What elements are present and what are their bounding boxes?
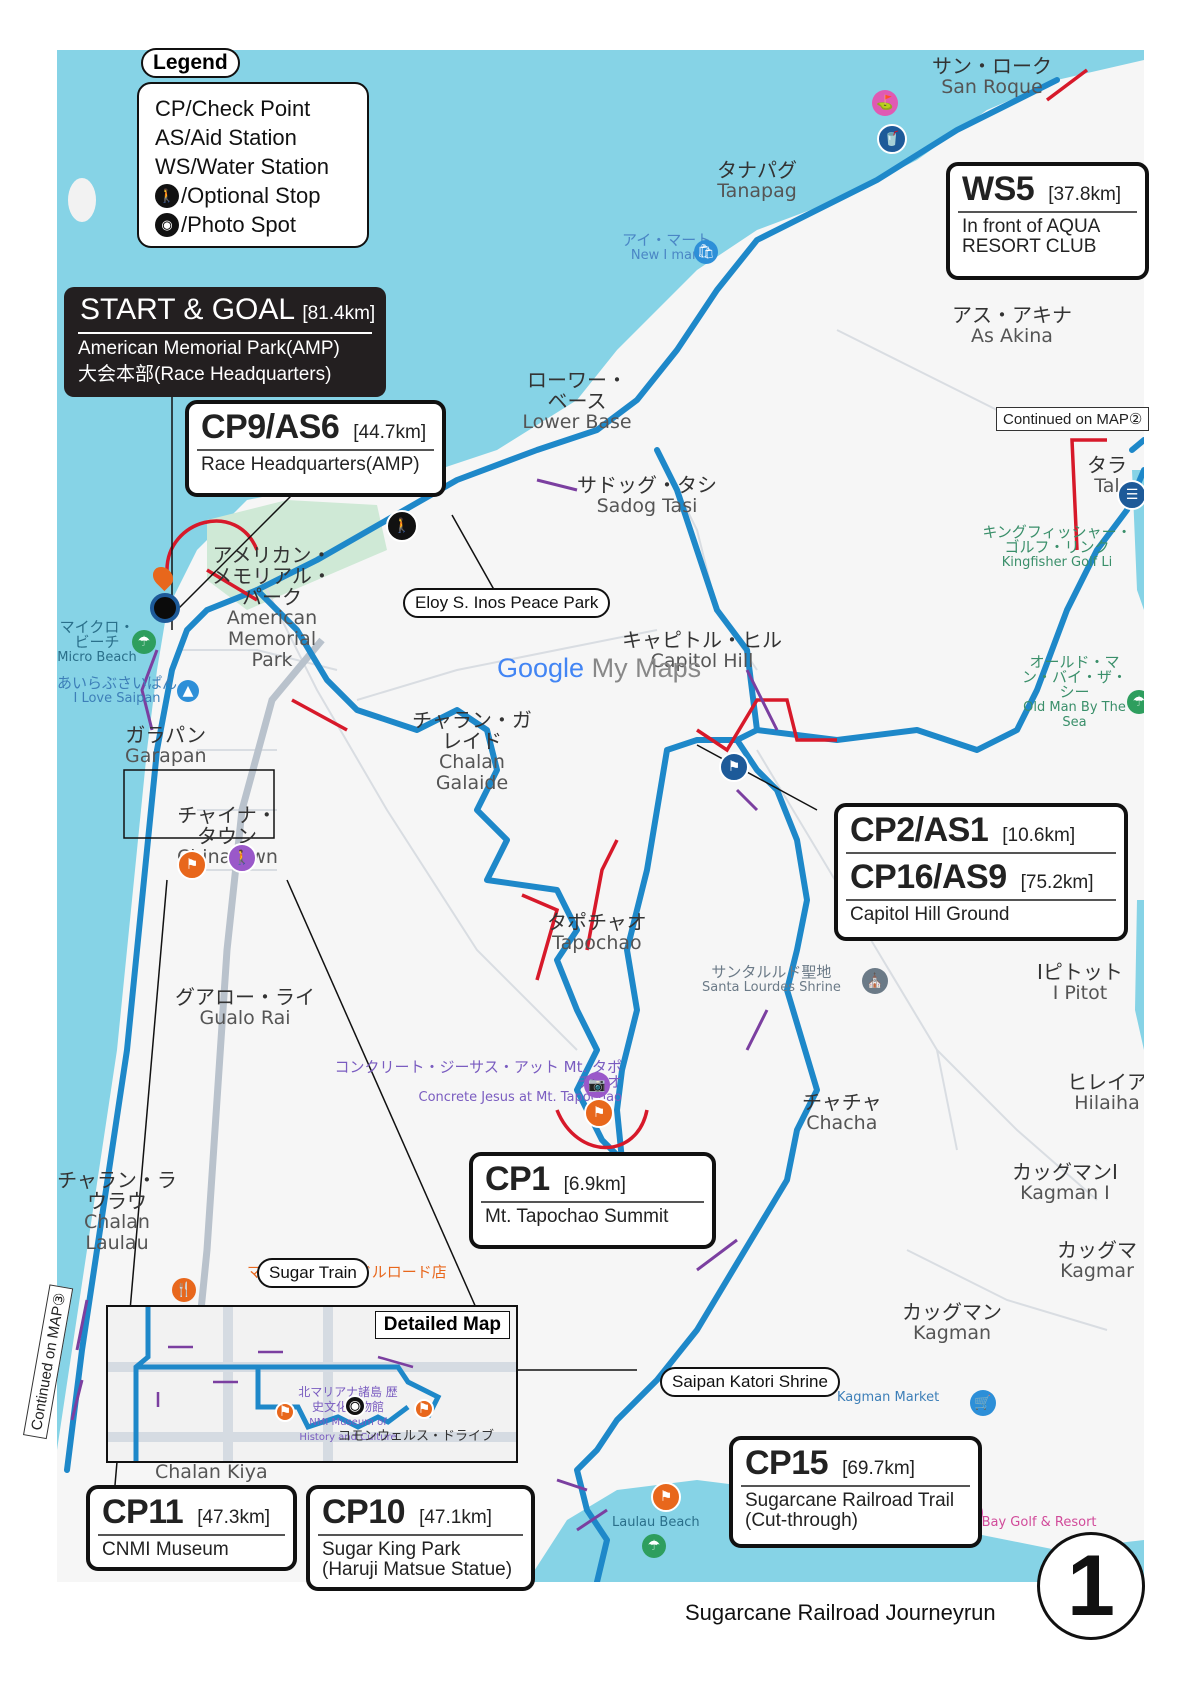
beach-icon[interactable]: ☂ xyxy=(642,1534,666,1558)
detailed-map-canvas xyxy=(108,1307,516,1461)
cp-checkered-flag-icon[interactable]: ⚑ xyxy=(177,850,207,880)
poi-concrete-jesus[interactable]: コンクリート・ジーサス・アット Mt. タポチャオConcrete Jesus … xyxy=(334,1058,622,1106)
cp2-checkered-flag-icon[interactable]: ⚑ xyxy=(719,752,749,782)
hiker-icon[interactable]: 🚶 xyxy=(227,843,257,873)
cp15-box[interactable]: CP15[69.7km] Sugarcane Railroad Trail(Cu… xyxy=(729,1436,982,1548)
detailed-map-inset[interactable]: Detailed Map 北マリアナ諸島 歴史文化博物館NMI Museum o… xyxy=(106,1305,518,1463)
water-station-icon[interactable]: 🥤 xyxy=(877,124,907,154)
start-goal-box: START & GOAL [81.4km] American Memorial … xyxy=(64,287,386,397)
cp15-checkered-flag-icon[interactable]: ⚑ xyxy=(651,1482,681,1512)
place-chalan-kiya: Chalan Kiya xyxy=(155,1461,268,1483)
optional-stop-hiker-icon[interactable]: 🚶 xyxy=(386,510,418,542)
beach-icon[interactable]: ☂ xyxy=(1127,690,1144,714)
footer-title: Sugarcane Railroad Journeyrun xyxy=(685,1600,996,1625)
poi-kagman-market[interactable]: Kagman Market xyxy=(837,1390,940,1405)
cp9-box[interactable]: CP9/AS6[44.7km] Race Headquarters(AMP) xyxy=(185,400,446,497)
legend-item-optional: 🚶/Optional Stop xyxy=(155,181,351,210)
aid-station-icon[interactable]: ☰ xyxy=(1117,480,1144,510)
cp11-checkered-flag-icon[interactable]: ⚑ xyxy=(275,1402,295,1422)
cp1-checkered-flag-icon[interactable]: ⚑ xyxy=(584,1098,614,1128)
legend-item-ws: WS/Water Station xyxy=(155,154,330,179)
detailed-map-label: Detailed Map xyxy=(374,1311,510,1339)
cp2-cp16-box[interactable]: CP2/AS1[10.6km] CP16/AS9[75.2km] Capitol… xyxy=(834,803,1128,941)
eloy-inos-peace-park-label[interactable]: Eloy S. Inos Peace Park xyxy=(403,588,611,618)
golf-icon[interactable]: ⛳ xyxy=(872,90,898,116)
sugar-train-label[interactable]: Sugar Train xyxy=(257,1258,369,1288)
cp11-box[interactable]: CP11[47.3km] CNMI Museum xyxy=(86,1485,297,1571)
continued-on-map2[interactable]: Continued on MAP② xyxy=(996,407,1150,431)
shopping-bag-icon[interactable]: ▲ xyxy=(177,680,199,702)
saipan-katori-shrine-label[interactable]: Saipan Katori Shrine xyxy=(660,1367,840,1397)
camera-icon: ◉ xyxy=(155,212,179,237)
start-goal-marker[interactable] xyxy=(150,593,180,623)
page-number: 1 xyxy=(1037,1532,1145,1640)
shopping-bag-icon[interactable]: 🛍 xyxy=(694,240,718,264)
cp10-checkered-flag-icon[interactable]: ⚑ xyxy=(414,1399,434,1419)
hiker-icon: 🚶 xyxy=(155,183,179,208)
ws5-box[interactable]: WS5[37.8km] In front of AQUA RESORT CLUB xyxy=(946,162,1149,280)
street-commonwealth-drive: コモンウェルス・ドライブ xyxy=(338,1429,495,1444)
camera-icon[interactable]: 📷 xyxy=(584,1072,610,1098)
legend-item-as: AS/Aid Station xyxy=(155,125,297,150)
cp1-box[interactable]: CP1[6.9km] Mt. Tapochao Summit xyxy=(469,1152,716,1249)
shopping-cart-icon[interactable]: 🛒 xyxy=(970,1390,996,1416)
legend-box: CP/Check Point AS/Aid Station WS/Water S… xyxy=(137,82,369,248)
church-icon[interactable]: ⛪ xyxy=(862,968,888,994)
restaurant-icon[interactable]: 🍴 xyxy=(172,1278,196,1302)
poi-laulau-beach[interactable]: Laulau Beach xyxy=(612,1515,700,1530)
legend-item-cp: CP/Check Point xyxy=(155,96,311,121)
google-my-maps-watermark: Google My Maps xyxy=(497,653,702,683)
photo-spot-camera-icon[interactable]: ◉ xyxy=(344,1395,366,1417)
beach-umbrella-icon[interactable]: ☂ xyxy=(132,630,156,654)
legend-item-photo: ◉/Photo Spot xyxy=(155,210,351,239)
legend-title: Legend xyxy=(141,48,240,78)
cp10-box[interactable]: CP10[47.1km] Sugar King Park(Haruji Mats… xyxy=(306,1485,535,1591)
